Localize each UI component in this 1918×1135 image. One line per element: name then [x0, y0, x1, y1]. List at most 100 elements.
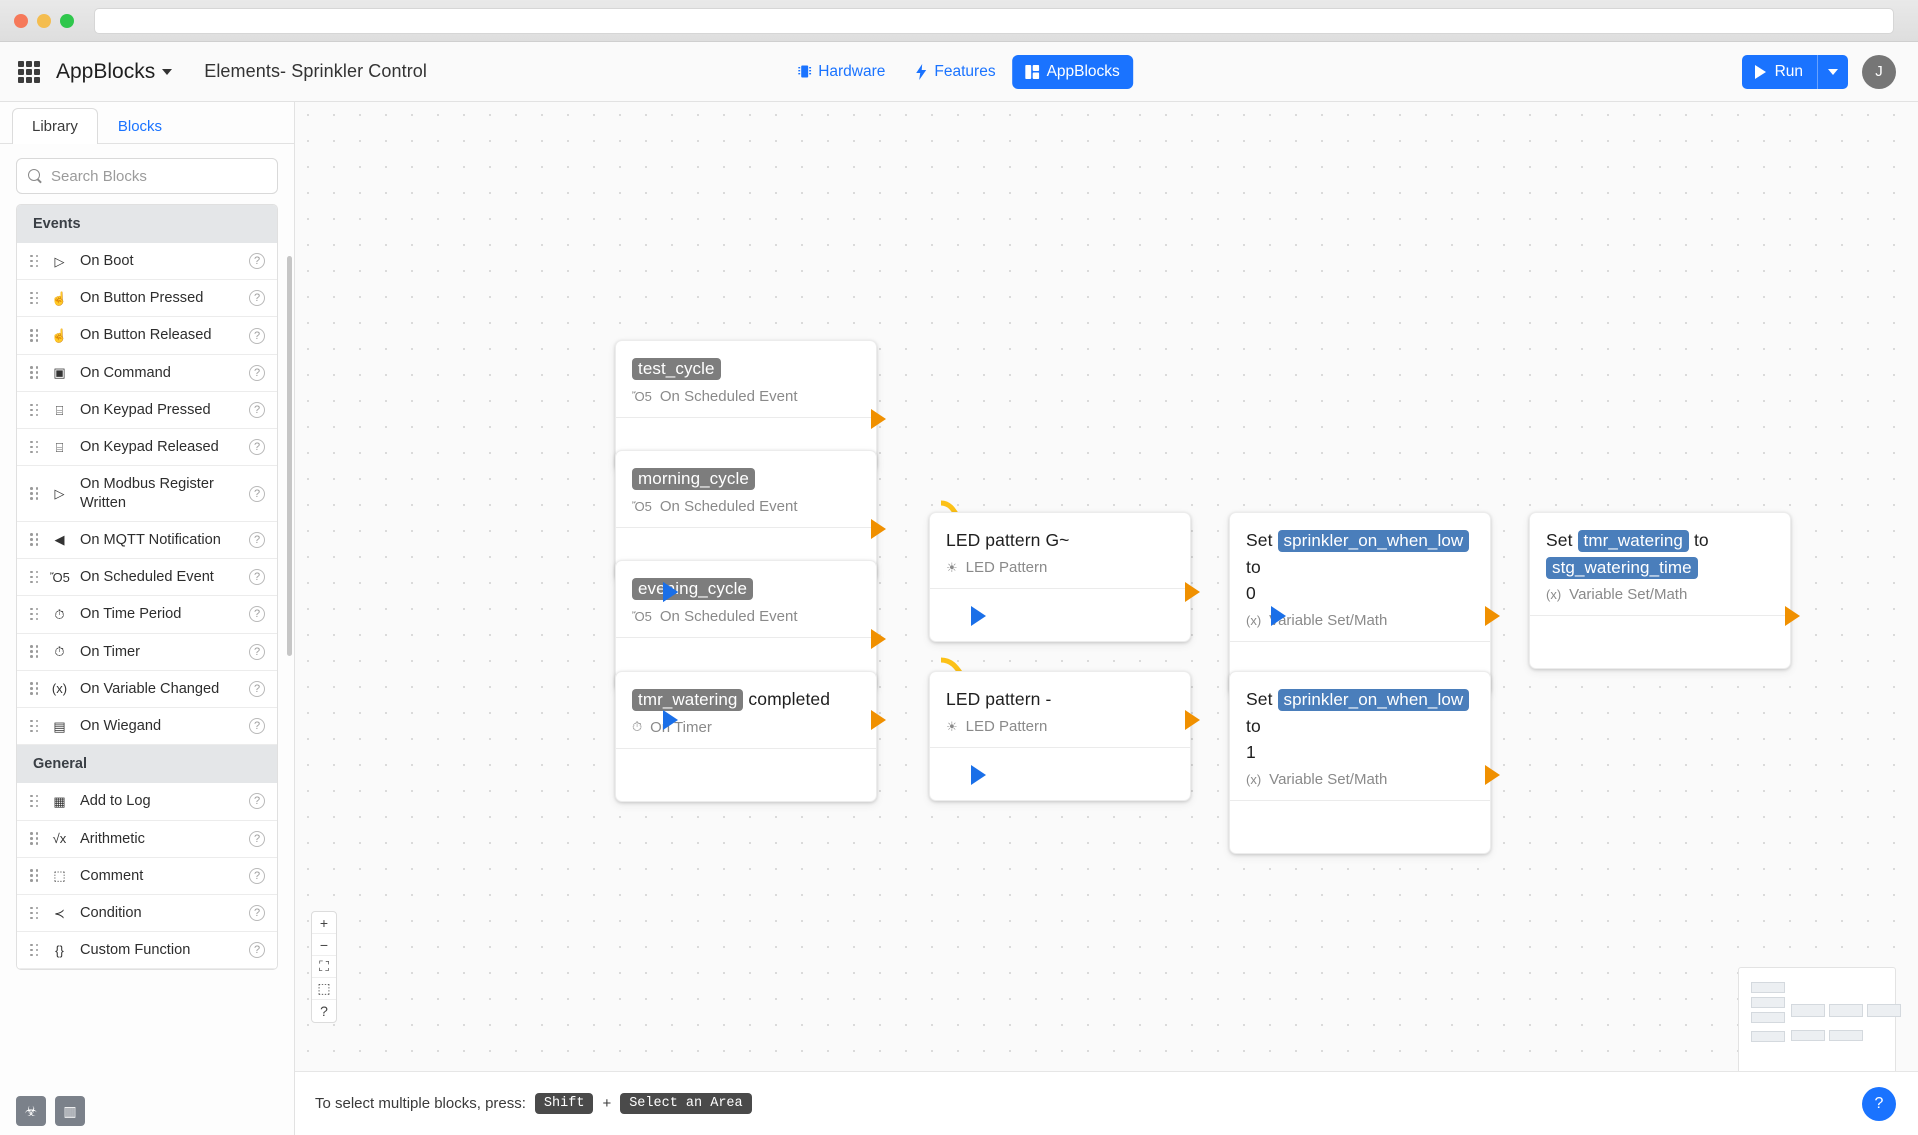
node-variable-chip[interactable]: morning_cycle — [632, 468, 755, 490]
library-item-on-button-released[interactable]: ☝On Button Released? — [17, 317, 277, 355]
help-icon[interactable]: ? — [249, 830, 265, 847]
library-item-on-keypad-released[interactable]: ⌸On Keypad Released? — [17, 429, 277, 467]
library-item-on-modbus-register-written[interactable]: ▷On Modbus Register Written? — [17, 466, 277, 522]
close-window-icon[interactable] — [14, 13, 28, 28]
library-item-on-mqtt-notification[interactable]: ◀On MQTT Notification? — [17, 521, 277, 560]
library-item-condition[interactable]: ≺Condition? — [17, 894, 277, 933]
canvas-node-led_pattern_dash[interactable]: LED pattern -☀LED Pattern — [929, 671, 1191, 802]
help-icon[interactable]: ? — [249, 531, 265, 548]
block-library-scroll[interactable]: Events▷On Boot?☝On Button Pressed?☝On Bu… — [0, 204, 294, 1087]
node-output-port[interactable] — [871, 710, 886, 730]
node-variable-chip[interactable]: evening_cycle — [632, 578, 754, 600]
node-variable-chip[interactable]: test_cycle — [632, 358, 721, 380]
run-button-group[interactable]: Run — [1741, 54, 1848, 89]
help-icon[interactable]: ? — [249, 643, 265, 660]
node-output-port[interactable] — [871, 519, 886, 539]
app-grid-icon[interactable] — [18, 60, 40, 83]
help-icon[interactable]: ? — [249, 402, 265, 419]
help-icon[interactable]: ? — [249, 905, 265, 922]
node-value-chip[interactable]: stg_watering_time — [1546, 556, 1698, 579]
help-icon[interactable]: ? — [249, 364, 265, 381]
node-input-port[interactable] — [971, 606, 986, 626]
drag-handle-icon[interactable] — [30, 794, 39, 808]
node-variable-chip[interactable]: sprinkler_on_when_low — [1277, 689, 1470, 711]
node-input-port[interactable] — [971, 765, 986, 785]
run-options-dropdown[interactable] — [1818, 68, 1848, 75]
drag-handle-icon[interactable] — [30, 533, 39, 546]
drag-handle-icon[interactable] — [30, 440, 39, 454]
canvas-help-button[interactable]: ? — [320, 1003, 328, 1019]
help-icon[interactable]: ? — [249, 253, 265, 270]
sidebar-tab-blocks[interactable]: Blocks — [117, 118, 163, 135]
node-output-port[interactable] — [871, 409, 886, 429]
canvas-node-led_pattern_g[interactable]: LED pattern G~☀LED Pattern — [929, 512, 1191, 643]
zoom-in-button[interactable]: + — [312, 912, 336, 934]
help-icon[interactable]: ? — [249, 718, 265, 735]
library-item-on-variable-changed[interactable]: (x)On Variable Changed? — [17, 670, 277, 709]
tab-features[interactable]: Features — [902, 55, 1008, 89]
drag-handle-icon[interactable] — [30, 329, 39, 342]
library-item-on-timer[interactable]: ⏱On Timer? — [17, 633, 277, 671]
library-item-on-wiegand[interactable]: ▤On Wiegand? — [17, 708, 277, 746]
zoom-out-button[interactable]: − — [312, 934, 336, 956]
node-output-port[interactable] — [1785, 606, 1800, 626]
node-output-port[interactable] — [871, 629, 886, 649]
library-item-on-command[interactable]: ▣On Command? — [17, 354, 277, 392]
node-output-port[interactable] — [1485, 765, 1500, 785]
help-icon[interactable]: ? — [249, 290, 265, 307]
brand-menu[interactable]: AppBlocks — [56, 60, 173, 84]
help-icon[interactable]: ? — [249, 439, 265, 456]
canvas-node-tmr_watering_completed[interactable]: tmr_watering completed⏱On Timer — [615, 671, 877, 802]
drag-handle-icon[interactable] — [30, 645, 39, 658]
help-icon[interactable]: ? — [249, 793, 265, 810]
library-item-custom-function[interactable]: {}Custom Function? — [17, 932, 277, 970]
node-input-port[interactable] — [663, 710, 678, 730]
library-item-comment[interactable]: ⬚Comment? — [17, 857, 277, 895]
node-output-port[interactable] — [1185, 582, 1200, 602]
library-item-on-button-pressed[interactable]: ☝On Button Pressed? — [17, 280, 277, 318]
node-output-port[interactable] — [1485, 606, 1500, 626]
search-box[interactable] — [16, 158, 278, 194]
node-variable-chip[interactable]: tmr_watering — [1577, 530, 1689, 552]
node-output-port[interactable] — [1185, 710, 1200, 730]
sidebar-scrollbar[interactable] — [287, 256, 292, 656]
library-item-add-to-log[interactable]: ▦Add to Log? — [17, 783, 277, 821]
drag-handle-icon[interactable] — [30, 403, 39, 417]
drag-handle-icon[interactable] — [30, 570, 39, 584]
drag-handle-icon[interactable] — [30, 943, 39, 957]
help-icon[interactable]: ? — [249, 680, 265, 697]
drag-handle-icon[interactable] — [30, 254, 39, 268]
maximize-window-icon[interactable] — [60, 13, 74, 28]
fit-view-button[interactable]: ⛶ — [312, 956, 336, 978]
minimap[interactable] — [1738, 967, 1901, 1075]
avatar[interactable]: J — [1862, 54, 1896, 89]
device-button[interactable]: ▥ — [55, 1096, 85, 1126]
help-icon[interactable]: ? — [249, 606, 265, 623]
drag-handle-icon[interactable] — [30, 719, 39, 733]
drag-handle-icon[interactable] — [30, 906, 39, 920]
sidebar-tab-library[interactable]: Library — [12, 108, 98, 144]
node-input-port[interactable] — [663, 582, 678, 602]
drag-handle-icon[interactable] — [30, 832, 39, 845]
drag-handle-icon[interactable] — [30, 291, 39, 305]
library-item-on-time-period[interactable]: ⏱On Time Period? — [17, 596, 277, 634]
library-item-on-boot[interactable]: ▷On Boot? — [17, 243, 277, 281]
debug-button[interactable]: ☣ — [16, 1096, 46, 1126]
drag-handle-icon[interactable] — [30, 682, 39, 695]
drag-handle-icon[interactable] — [30, 366, 39, 379]
node-variable-chip[interactable]: sprinkler_on_when_low — [1277, 530, 1470, 552]
drag-handle-icon[interactable] — [30, 487, 39, 500]
drag-handle-icon[interactable] — [30, 869, 39, 882]
help-icon[interactable]: ? — [249, 867, 265, 884]
library-item-on-keypad-pressed[interactable]: ⌸On Keypad Pressed? — [17, 391, 277, 430]
zoom-controls[interactable]: + − ⛶ ⬚ ? — [311, 911, 337, 1023]
help-icon[interactable]: ? — [249, 485, 265, 502]
tab-hardware[interactable]: Hardware — [785, 55, 898, 89]
